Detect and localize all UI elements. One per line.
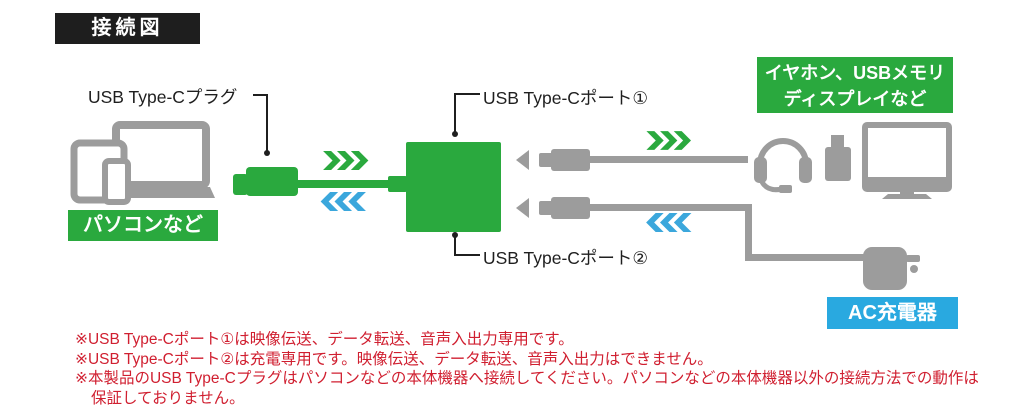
ac-charger-label-box: AC充電器	[827, 297, 958, 329]
port1-leader-line	[454, 93, 480, 95]
port2-leader-dot	[452, 232, 458, 238]
usb-plug-icon	[551, 149, 590, 171]
plug-leader-line	[253, 94, 268, 96]
plug-cable	[296, 180, 390, 188]
usb-c-plug-icon	[246, 167, 298, 196]
plug-leader-line	[266, 94, 268, 152]
insert-arrow-icon	[516, 150, 529, 170]
usb-memory-icon	[825, 135, 851, 181]
port1-label: USB Type-Cポート①	[483, 88, 649, 108]
footnote-3-continued: 保証しておりません。	[91, 389, 245, 407]
pc-label-box: パソコンなど	[68, 210, 218, 241]
headset-icon	[754, 138, 812, 193]
usb-plug-icon	[539, 153, 553, 167]
port1-leader-line	[454, 93, 456, 134]
arrows-right-green-icon	[323, 151, 369, 170]
ac-charger-icon	[863, 247, 920, 290]
charger-cable	[588, 204, 752, 211]
port2-label: USB Type-Cポート②	[483, 248, 649, 268]
footnotes: ※USB Type-Cポート①は映像伝送、データ転送、音声入出力専用です。 ※U…	[75, 330, 995, 408]
diagram-title: 接続図	[55, 13, 200, 44]
arrows-left-blue-icon	[646, 213, 692, 232]
display-icon	[862, 122, 952, 199]
port2-leader-line	[454, 235, 456, 256]
peripherals-label-line2: ディスプレイなど	[783, 89, 927, 109]
charger-cable	[745, 254, 866, 261]
plug-label: USB Type-Cプラグ	[88, 87, 238, 107]
usb-c-adapter	[406, 142, 501, 232]
usb-plug-icon	[551, 197, 590, 219]
arrows-right-green-icon	[646, 131, 691, 150]
insert-arrow-icon	[516, 198, 529, 218]
usb-c-plug-icon	[233, 174, 248, 195]
peripheral-cable	[588, 156, 748, 163]
arrows-left-blue-icon	[320, 192, 366, 211]
port1-leader-dot	[452, 131, 458, 137]
plug-cable	[388, 176, 407, 192]
footnote-1: ※USB Type-Cポート①は映像伝送、データ転送、音声入出力専用です。	[75, 331, 574, 348]
smartphone-icon	[102, 158, 131, 205]
footnote-3: ※本製品のUSB Type-Cプラグはパソコンなどの本体機器へ接続してください。…	[75, 370, 979, 387]
port2-leader-line	[454, 254, 480, 256]
plug-leader-dot	[264, 150, 270, 156]
footnote-2: ※USB Type-Cポート②は充電専用です。映像伝送、データ転送、音声入出力は…	[75, 350, 713, 368]
peripherals-label-line1: イヤホン、USBメモリ	[764, 63, 946, 83]
pc-devices-icon	[70, 121, 215, 205]
peripherals-label-box: イヤホン、USBメモリ ディスプレイなど	[757, 57, 953, 113]
usb-plug-icon	[539, 201, 553, 215]
charger-cable	[745, 204, 752, 261]
